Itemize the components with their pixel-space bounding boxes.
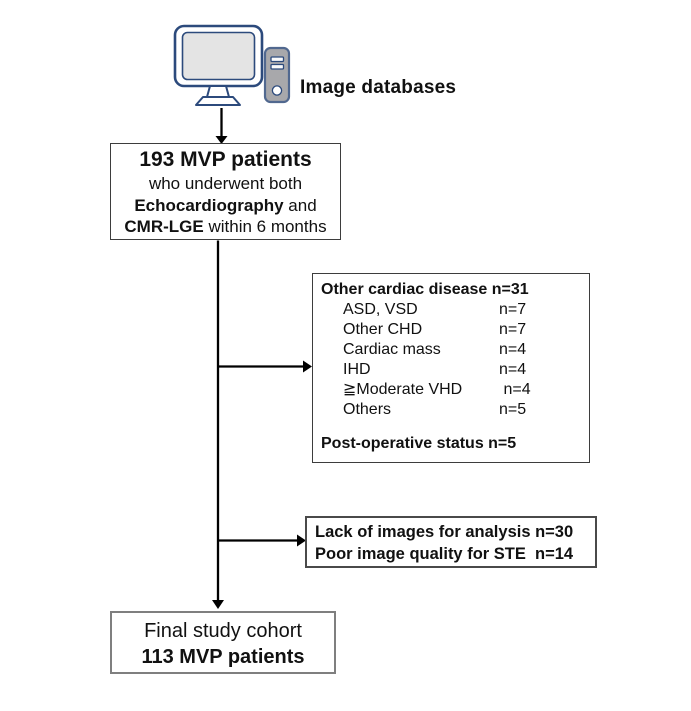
- desktop-computer-icon: [165, 20, 300, 110]
- image-databases-label: Image databases: [300, 77, 457, 98]
- cmr-lge-term: CMR-LGE: [124, 217, 204, 236]
- initial-cohort-line4: CMR-LGE within 6 months: [124, 217, 327, 236]
- cardiac-exclusions-title: Other cardiac disease n=31: [321, 281, 529, 298]
- poor-quality-line: Poor image quality for STE n=14: [315, 545, 574, 563]
- final-cohort-box: Final study cohort 113 MVP patients: [110, 611, 336, 674]
- echocardiography-term: Echocardiography: [134, 195, 284, 215]
- monitor-screen: [181, 31, 256, 81]
- post-operative-status-line: Post-operative status n=5: [321, 435, 517, 452]
- arrow-branch-cardiac-exclusions: [218, 360, 312, 373]
- lack-of-images-line: Lack of images for analysis n=30: [315, 523, 574, 541]
- monitor-stand-base: [195, 96, 241, 106]
- initial-cohort-box: 193 MVP patients who underwent both Echo…: [110, 143, 341, 240]
- monitor-stand-neck: [206, 85, 230, 98]
- arrow-branch-image-exclusions: [218, 534, 306, 547]
- image-quality-exclusions-box: Lack of images for analysis n=30 Poor im…: [305, 516, 597, 568]
- arrow-computer-to-initial-box: [215, 108, 228, 144]
- initial-cohort-line3: Echocardiography and: [134, 195, 317, 215]
- tower-slot-1: [270, 56, 285, 63]
- initial-cohort-title: 193 MVP patients: [139, 148, 312, 171]
- tower-power-button: [271, 85, 283, 96]
- exclusion-row: ≧Moderate VHD n=4: [343, 381, 531, 398]
- tower-slot-2: [270, 63, 285, 70]
- final-cohort-line1: Final study cohort: [144, 620, 302, 642]
- desktop-computer-graphic: [173, 24, 291, 106]
- final-cohort-line2: 113 MVP patients: [141, 646, 305, 668]
- arrow-initial-to-final-box: [212, 240, 224, 609]
- initial-cohort-line2: who underwent both: [148, 174, 303, 193]
